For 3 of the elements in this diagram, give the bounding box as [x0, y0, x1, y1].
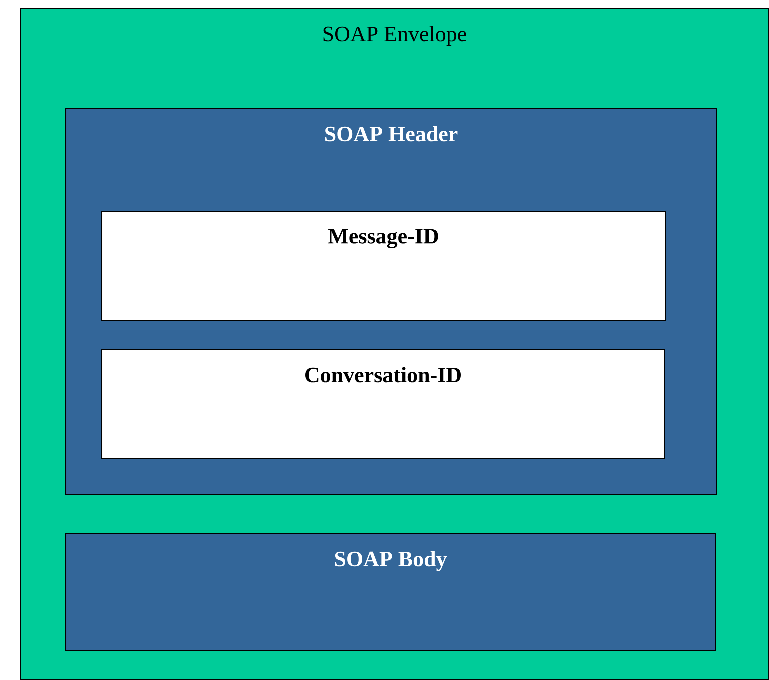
- field-box: Conversation-ID: [101, 349, 666, 460]
- field-box: Message-ID: [101, 211, 666, 322]
- body-box: SOAP Body: [65, 533, 716, 652]
